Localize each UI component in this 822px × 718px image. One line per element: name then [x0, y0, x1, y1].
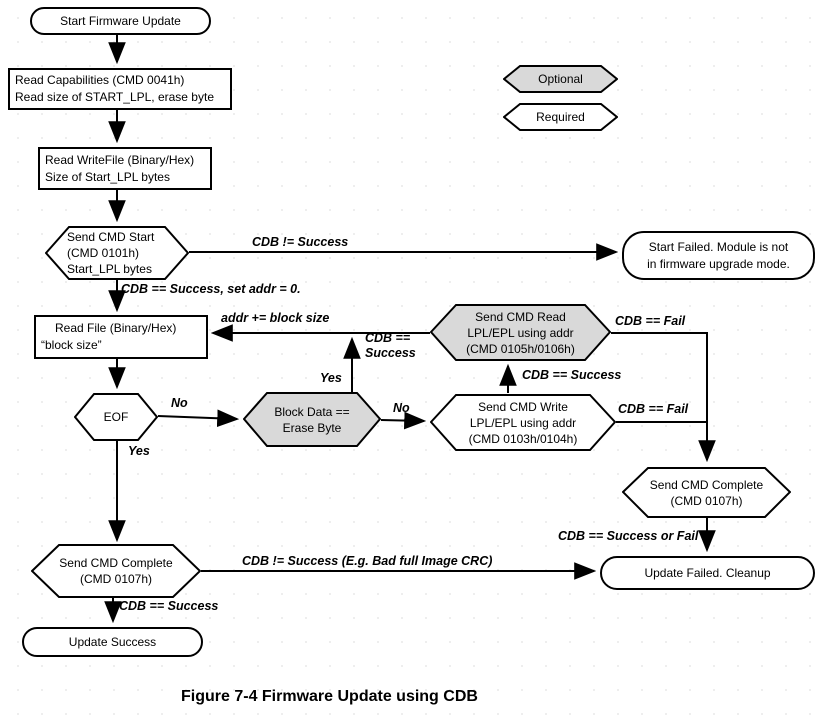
figure-caption: Figure 7-4 Firmware Update using CDB [181, 688, 478, 705]
node-start-failed: Start Failed. Module is not in firmware … [622, 231, 815, 280]
edge-label-cdb-eq-success-write: CDB == Success [522, 368, 622, 382]
node-text: Send CMD Read [475, 309, 566, 324]
node-text: Read size of START_LPL, erase byte [15, 90, 214, 104]
node-text: Send CMD Write [478, 399, 568, 414]
edge-label-cdb-eq-success-set-addr: CDB == Success, set addr = 0. [121, 282, 301, 296]
node-text: (CMD 0105h/0106h) [466, 341, 575, 356]
edge-label-cdb-success-or-fail: CDB == Success or Fail [558, 529, 699, 543]
node-text: Update Failed. Cleanup [644, 565, 771, 580]
edge-label-cdb-eq-success-loop: CDB == Success [365, 331, 416, 361]
hexagon-shape [31, 544, 201, 598]
edge-label-cdb-eq-fail-read: CDB == Fail [615, 314, 686, 328]
edge-label-cdb-ne-success-crc: CDB != Success (E.g. Bad full Image CRC) [242, 554, 493, 568]
edge-label-yes-eof: Yes [128, 444, 150, 458]
node-text: Size of Start_LPL bytes [45, 169, 170, 184]
edge-label-cdb-ne-success: CDB != Success [252, 235, 349, 249]
node-text: Read Capabilities (CMD 0041h) [15, 73, 185, 87]
node-send-cmd-complete-left: Send CMD Complete (CMD 0107h) [31, 544, 201, 598]
legend-required-label: Required [536, 110, 585, 124]
node-text: Erase Byte [282, 420, 342, 435]
node-update-success: Update Success [22, 627, 203, 657]
node-text: (CMD 0103h/0104h) [468, 431, 578, 446]
node-text: “block size” [41, 338, 102, 352]
node-read-file: Read File (Binary/Hex) “block size” [34, 315, 208, 359]
edge-label-no-eof: No [171, 396, 188, 410]
legend-optional-label: Optional [538, 72, 583, 86]
legend-optional: Optional [503, 65, 618, 93]
node-text: Update Success [68, 634, 157, 649]
node-text: (CMD 0107h) [670, 493, 743, 508]
node-send-cmd-complete-right: Send CMD Complete (CMD 0107h) [622, 467, 791, 518]
hexagon-shape [243, 392, 381, 447]
node-text: Block Data == [274, 404, 350, 419]
node-text: EOF [103, 410, 129, 424]
node-text: Send CMD Start [67, 230, 155, 244]
edge-label-cdb-eq-fail-write: CDB == Fail [618, 402, 689, 416]
node-send-cmd-start: Send CMD Start (CMD 0101h) Start_LPL byt… [45, 226, 189, 280]
node-text: Read File (Binary/Hex) [55, 321, 177, 335]
connector-cmdread-fail [611, 332, 716, 463]
edge-label-addr-plus-block-size: addr += block size [221, 311, 330, 325]
node-send-cmd-read: Send CMD Read LPL/EPL using addr (CMD 01… [430, 304, 611, 361]
connector-eof-to-blockdata [157, 409, 240, 428]
edge-label-line: Success [365, 346, 416, 360]
node-text: Read WriteFile (Binary/Hex) [45, 152, 195, 167]
node-text: in firmware upgrade mode. [647, 256, 790, 271]
edge-label-line: CDB == [365, 331, 411, 345]
edge-label-no-block: No [393, 401, 410, 415]
node-start: Start Firmware Update [30, 7, 211, 35]
node-text: Start Failed. Module is not [648, 239, 789, 254]
node-block-data: Block Data == Erase Byte [243, 392, 381, 447]
node-text: Send CMD Complete [59, 556, 173, 570]
node-text: Start Firmware Update [60, 13, 181, 28]
node-eof: EOF [74, 393, 158, 441]
edge-label-cdb-eq-success-complete: CDB == Success [119, 599, 219, 613]
hexagon-shape [430, 304, 611, 361]
node-text: (CMD 0107h) [79, 572, 153, 586]
hexagon-shape [430, 394, 616, 451]
hexagon-shape [503, 65, 618, 93]
hexagon-shape [503, 103, 618, 131]
hexagon-shape [45, 226, 189, 280]
hexagon-shape [74, 393, 158, 441]
node-text: (CMD 0101h) [67, 246, 140, 260]
node-send-cmd-write: Send CMD Write LPL/EPL using addr (CMD 0… [430, 394, 616, 451]
hexagon-shape [622, 467, 791, 518]
node-read-capabilities: Read Capabilities (CMD 0041h) Read size … [8, 68, 232, 110]
node-read-writefile: Read WriteFile (Binary/Hex) Size of Star… [38, 147, 212, 190]
node-text: LPL/EPL using addr [467, 325, 574, 340]
edge-label-yes-block: Yes [320, 371, 342, 385]
node-text: Start_LPL bytes [67, 262, 152, 276]
node-update-failed: Update Failed. Cleanup [600, 556, 815, 590]
connector-blockdata-to-cmdwrite [380, 411, 427, 430]
node-text: Send CMD Complete [649, 477, 764, 492]
legend-required: Required [503, 103, 618, 131]
node-text: LPL/EPL using addr [469, 415, 577, 430]
